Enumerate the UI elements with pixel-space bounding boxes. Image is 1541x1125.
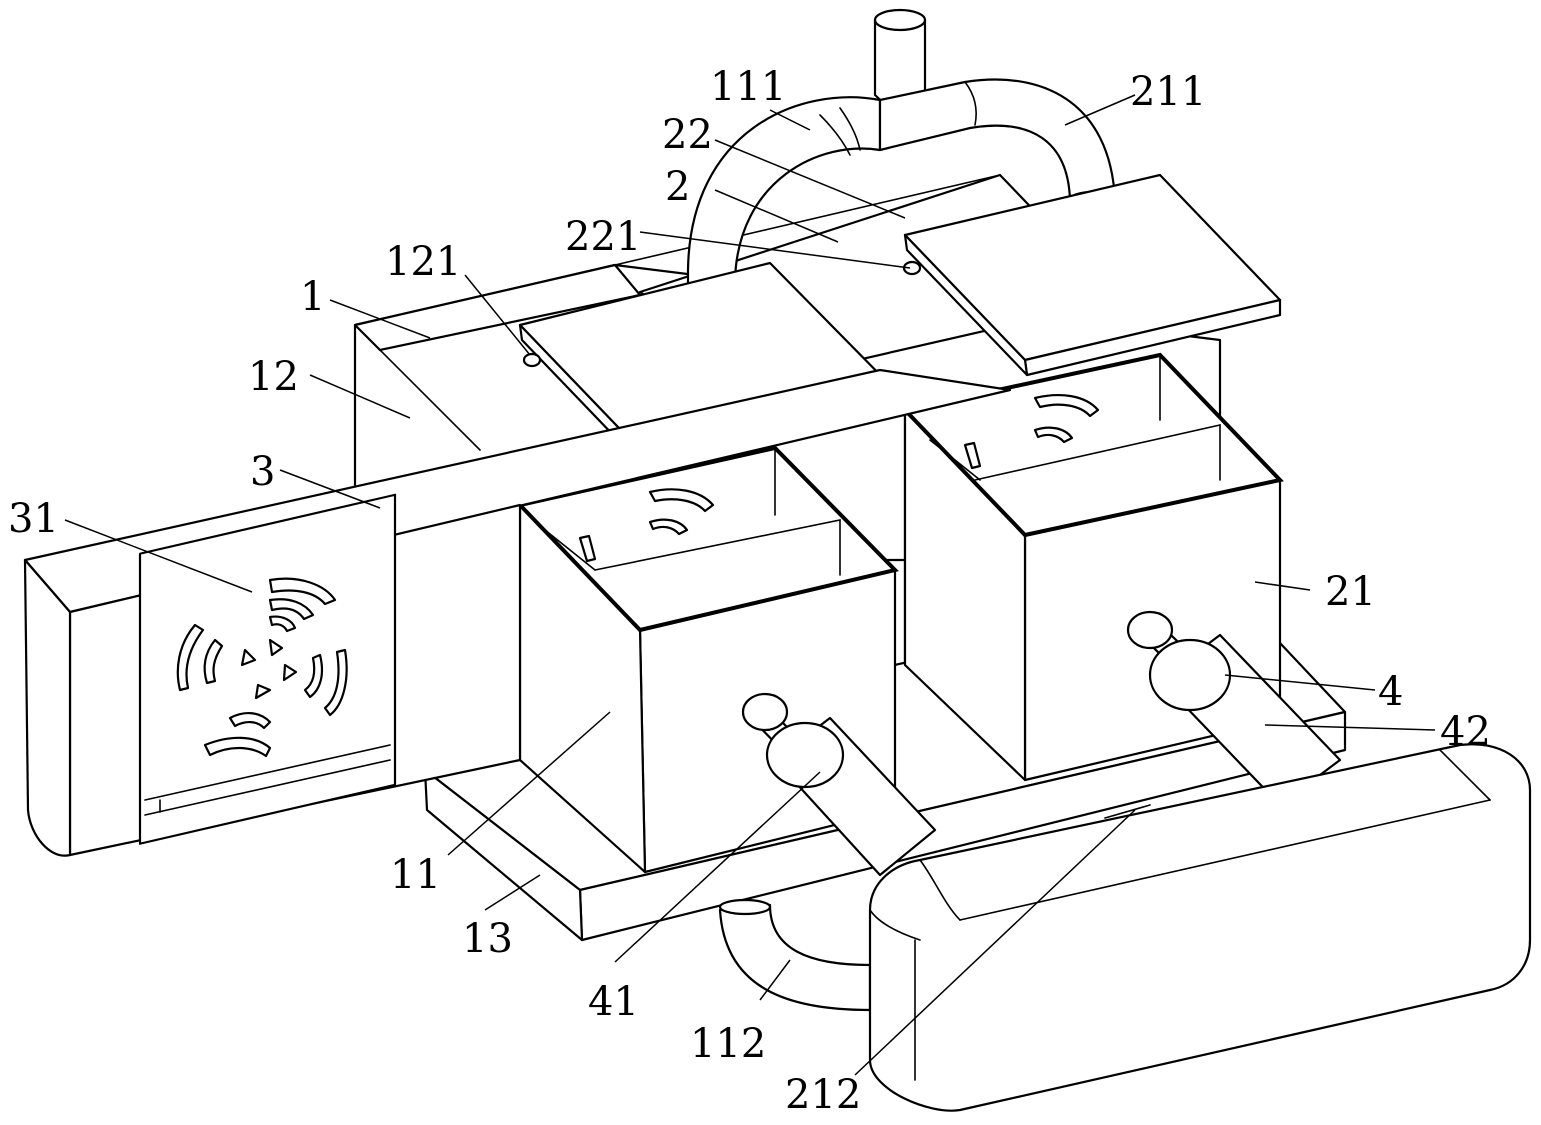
bottom-pipe xyxy=(718,898,872,1012)
label-22: 22 xyxy=(662,112,713,158)
cylinder-4 xyxy=(1126,610,1342,807)
label-112: 112 xyxy=(690,1021,766,1067)
label-2: 2 xyxy=(665,164,690,210)
cylinder-41 xyxy=(741,692,937,877)
label-111: 111 xyxy=(710,64,786,110)
label-41: 41 xyxy=(588,979,639,1025)
label-211: 211 xyxy=(1130,69,1206,115)
label-3: 3 xyxy=(250,449,275,495)
tank xyxy=(868,743,1532,1112)
label-12: 12 xyxy=(248,354,299,400)
label-212: 212 xyxy=(785,1072,861,1118)
label-42: 42 xyxy=(1440,709,1491,755)
label-13: 13 xyxy=(462,916,513,962)
reference-labels: 111 211 22 2 221 121 1 12 3 31 21 4 42 1… xyxy=(8,64,1491,1118)
lid-right xyxy=(902,173,1282,377)
vent-grille xyxy=(144,577,391,816)
label-221: 221 xyxy=(565,214,641,260)
label-4: 4 xyxy=(1378,669,1403,715)
leader-lines xyxy=(64,94,1436,1076)
label-1: 1 xyxy=(300,274,325,320)
label-121: 121 xyxy=(385,239,461,285)
label-11: 11 xyxy=(390,852,441,898)
beam xyxy=(23,368,1012,857)
label-31: 31 xyxy=(8,496,59,542)
label-21: 21 xyxy=(1325,569,1376,615)
